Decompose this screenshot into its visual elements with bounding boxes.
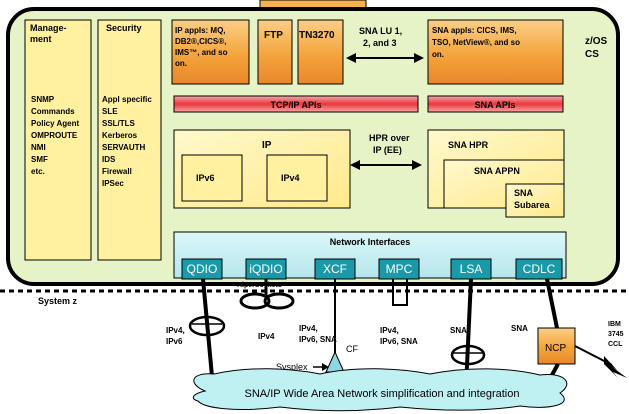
security-title: Security (106, 23, 142, 33)
cdlc-link-label: SNA (511, 324, 528, 333)
system-z-label: System z (38, 296, 78, 306)
xcf-link-label: IPv4, IPv6, SNA (299, 324, 337, 344)
ipv4-box (266, 154, 328, 202)
qdio-link-label: IPv4, IPv6 (166, 326, 187, 346)
mpc-loop (392, 279, 408, 306)
ncp-label: NCP (545, 343, 566, 354)
ftp-label: FTP (264, 30, 283, 41)
security-items: Appl specific SLE SSL/TLS Kerberos SERVA… (102, 95, 154, 188)
ip-appls-box (171, 19, 250, 85)
tcpip-apis-label: TCP/IP APIs (270, 100, 321, 110)
ipv6-label: IPv6 (196, 173, 215, 183)
tn3270-box (297, 19, 344, 85)
ip-appls-label: IP appls: MQ, DB2®,CICS®, IMS™, and so o… (175, 26, 230, 68)
lightning-bolt-icon (604, 356, 627, 378)
security-panel (97, 19, 162, 261)
cf-label: CF (346, 344, 358, 354)
sysplex-label: Sysplex (276, 362, 308, 372)
wan-cloud (192, 368, 568, 412)
hpr-over-ip-label: HPR over IP (EE) (369, 133, 412, 155)
mpc-link-label: IPv4, IPv6, SNA (380, 326, 418, 346)
interface-iqdio-label: iQDIO (249, 262, 282, 276)
sysplex-arrow (313, 363, 329, 371)
interface-cdlc: CDLC (515, 258, 563, 280)
lsa-link-label: SNA (450, 326, 467, 335)
sna-subarea-label: SNA Subarea (514, 188, 551, 210)
ftp-box (257, 19, 293, 85)
sna-appn-label: SNA APPN (474, 166, 520, 176)
sna-hpr-label: SNA HPR (448, 140, 489, 150)
sna-apis-label: SNA APIs (475, 100, 516, 110)
hipersockets-label: HiperSockets (237, 282, 282, 289)
interface-lsa-label: LSA (460, 262, 483, 276)
ip-title: IP (262, 140, 272, 151)
interface-xcf-label: XCF (323, 262, 347, 276)
interface-mpc-label: MPC (386, 262, 413, 276)
iqdio-link-label: IPv4 (258, 332, 275, 341)
management-items: SNMP Commands Policy Agent OMPROUTE NMI … (31, 95, 81, 176)
network-interfaces-panel (173, 231, 567, 279)
interface-lsa: LSA (450, 258, 492, 280)
sna-appls-box (427, 19, 564, 85)
sna-lu-arrow (346, 53, 424, 63)
sna-appls-label: SNA appls: CICS, IMS, TSO, NetView®, and… (432, 26, 522, 59)
sna-lu-label: SNA LU 1, 2, and 3 (359, 26, 405, 48)
ipv6-box (181, 154, 243, 202)
interface-iqdio: iQDIO (245, 258, 287, 280)
hpr-over-ip-arrow (350, 160, 422, 170)
tcpip-apis-bar (173, 95, 419, 113)
qdio-link (188, 278, 226, 388)
sna-apis-bar (427, 95, 564, 113)
management-panel (24, 19, 92, 261)
interface-cdlc-label: CDLC (523, 262, 556, 276)
ibm-3745-label: IBM 3745 CCL (608, 321, 626, 348)
interface-xcf: XCF (314, 258, 356, 280)
tn3270-label: TN3270 (299, 30, 335, 41)
interface-mpc: MPC (378, 258, 420, 280)
sna-subarea-box (505, 183, 565, 218)
cdlc-link (545, 278, 559, 329)
interface-qdio: QDIO (181, 258, 223, 280)
ipv4-label: IPv4 (281, 173, 300, 183)
wan-label: SNA/IP Wide Area Network simplification … (245, 388, 520, 400)
network-interfaces-title: Network Interfaces (330, 237, 411, 247)
xcf-link (325, 279, 345, 373)
interface-qdio-label: QDIO (187, 262, 218, 276)
management-title: Manage- ment (30, 23, 69, 44)
zos-label: z/OS CS (585, 36, 610, 60)
hipersockets-link (239, 279, 295, 310)
